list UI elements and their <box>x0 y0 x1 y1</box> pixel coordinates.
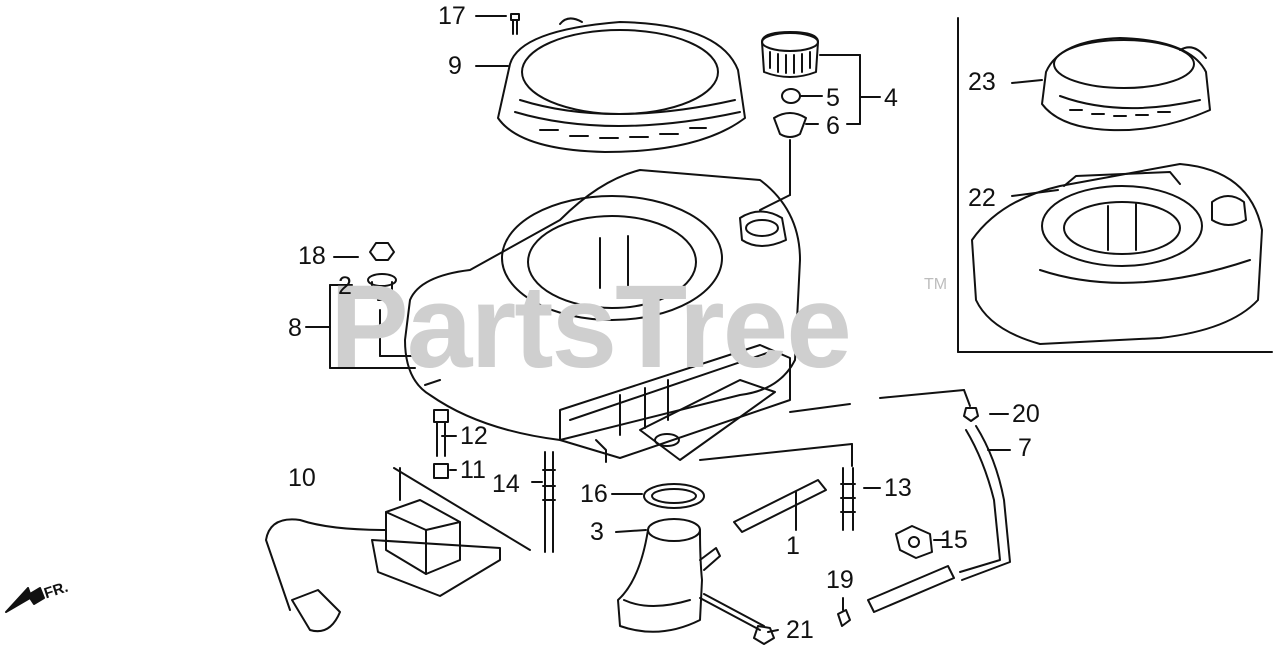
fuel-tube-icon <box>867 425 1011 613</box>
clamp-15-icon <box>895 525 933 559</box>
leader-lines-4 <box>759 54 881 211</box>
gasket-16-icon <box>643 483 705 509</box>
callout-6: 6 <box>826 112 840 140</box>
callout-1: 1 <box>786 532 800 560</box>
callout-8: 8 <box>288 314 302 342</box>
fuel-strainer-icon <box>773 112 807 196</box>
grommet-2-icon <box>367 273 397 301</box>
screw-17-icon <box>510 13 520 35</box>
leader-lines-8 <box>305 15 509 369</box>
pin-1-icon <box>733 479 827 533</box>
callout-12: 12 <box>460 422 488 450</box>
callout-3: 3 <box>590 518 604 546</box>
clip-19-icon <box>837 609 851 627</box>
bolt-21-icon <box>699 593 775 645</box>
callout-5: 5 <box>826 84 840 112</box>
callout-15: 15 <box>940 526 968 554</box>
nut-18-icon <box>369 242 395 261</box>
callout-10: 10 <box>288 464 316 492</box>
callout-21: 21 <box>786 616 814 644</box>
alt-shroud-22-icon <box>971 163 1263 345</box>
callout-18: 18 <box>298 242 326 270</box>
callout-20: 20 <box>1012 400 1040 428</box>
fuel-cap-icon <box>761 31 819 78</box>
stud-14-icon <box>542 451 556 553</box>
watermark: PartsTree <box>330 261 852 393</box>
callout-11: 11 <box>460 456 486 484</box>
ignition-coil-icon <box>265 467 531 633</box>
leader-lines-7 <box>441 79 1059 633</box>
collar-11-icon <box>433 463 449 479</box>
recoil-starter-icon <box>497 17 746 153</box>
stud-13-icon <box>840 467 856 531</box>
callout-13: 13 <box>884 474 912 502</box>
alt-starter-23-icon <box>1041 37 1211 132</box>
callout-2: 2 <box>338 272 352 300</box>
cap-seal-icon <box>781 88 801 104</box>
callout-9: 9 <box>448 52 462 80</box>
callout-16: 16 <box>580 480 608 508</box>
inset-frame <box>957 17 1273 353</box>
callout-17: 17 <box>438 2 466 30</box>
joint-20-icon <box>963 407 979 422</box>
front-direction-arrow-icon <box>5 587 45 613</box>
fan-cover-icon <box>404 169 801 463</box>
callout-4: 4 <box>884 84 898 112</box>
callout-22: 22 <box>968 184 996 212</box>
callout-23: 23 <box>968 68 996 96</box>
callout-7: 7 <box>1018 434 1032 462</box>
callout-14: 14 <box>492 470 520 498</box>
trademark: TM <box>924 276 948 293</box>
bolt-12-icon <box>433 409 449 457</box>
intake-elbow-icon <box>617 518 721 633</box>
callout-19: 19 <box>826 566 854 594</box>
